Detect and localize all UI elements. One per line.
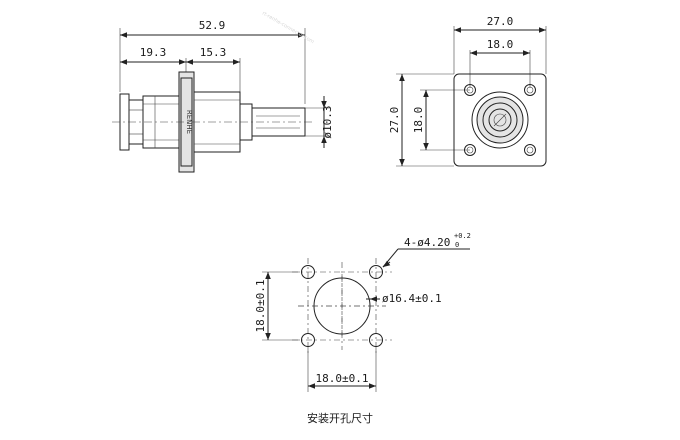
hole-tolerance-upper: +0.2 (454, 232, 471, 240)
dim-cutout-vertical: 18.0±0.1 (254, 280, 267, 333)
mounting-hole (464, 84, 476, 96)
cutout-hole (301, 333, 315, 347)
dim-cutout-horizontal: 18.0±0.1 (316, 372, 369, 385)
receptacle-outer (471, 91, 529, 149)
dim-pin-diameter: ø10.3 (321, 105, 334, 138)
side-view: 52.9 19.3 15.3 RENHE (112, 19, 334, 173)
mounting-hole (524, 144, 536, 156)
front-body (193, 91, 241, 153)
front-view: 27.0 18.0 27.0 18.0 (388, 15, 547, 167)
dim-mid-length: 15.3 (200, 46, 227, 59)
dim-overall-length: 52.9 (199, 19, 226, 32)
cutout-hole (301, 265, 315, 279)
dim-left-length: 19.3 (140, 46, 167, 59)
dim-hole-spacing-x: 18.0 (487, 38, 514, 51)
dim-flange-height: 27.0 (388, 107, 401, 134)
flange-square (453, 73, 547, 167)
dim-flange-width: 27.0 (487, 15, 514, 28)
mounting-hole (464, 144, 476, 156)
cutout-hole (369, 265, 383, 279)
dim-hole-spacing-y: 18.0 (412, 107, 425, 134)
mounting-cutout: 4-ø4.20 +0.2 0 ø16.4±0.1 18.0±0.1 18.0±0… (254, 232, 471, 425)
cutout-caption: 安装开孔尺寸 (307, 411, 373, 425)
mounting-hole (524, 84, 536, 96)
hole-callout: 4-ø4.20 (404, 236, 450, 249)
cutout-hole (369, 333, 383, 347)
center-hole-callout: ø16.4±0.1 (382, 292, 442, 305)
watermark-text: rt-renhe-connector.com (261, 11, 315, 46)
receptacle-contact (488, 108, 512, 132)
hole-tolerance-lower: 0 (455, 241, 459, 249)
